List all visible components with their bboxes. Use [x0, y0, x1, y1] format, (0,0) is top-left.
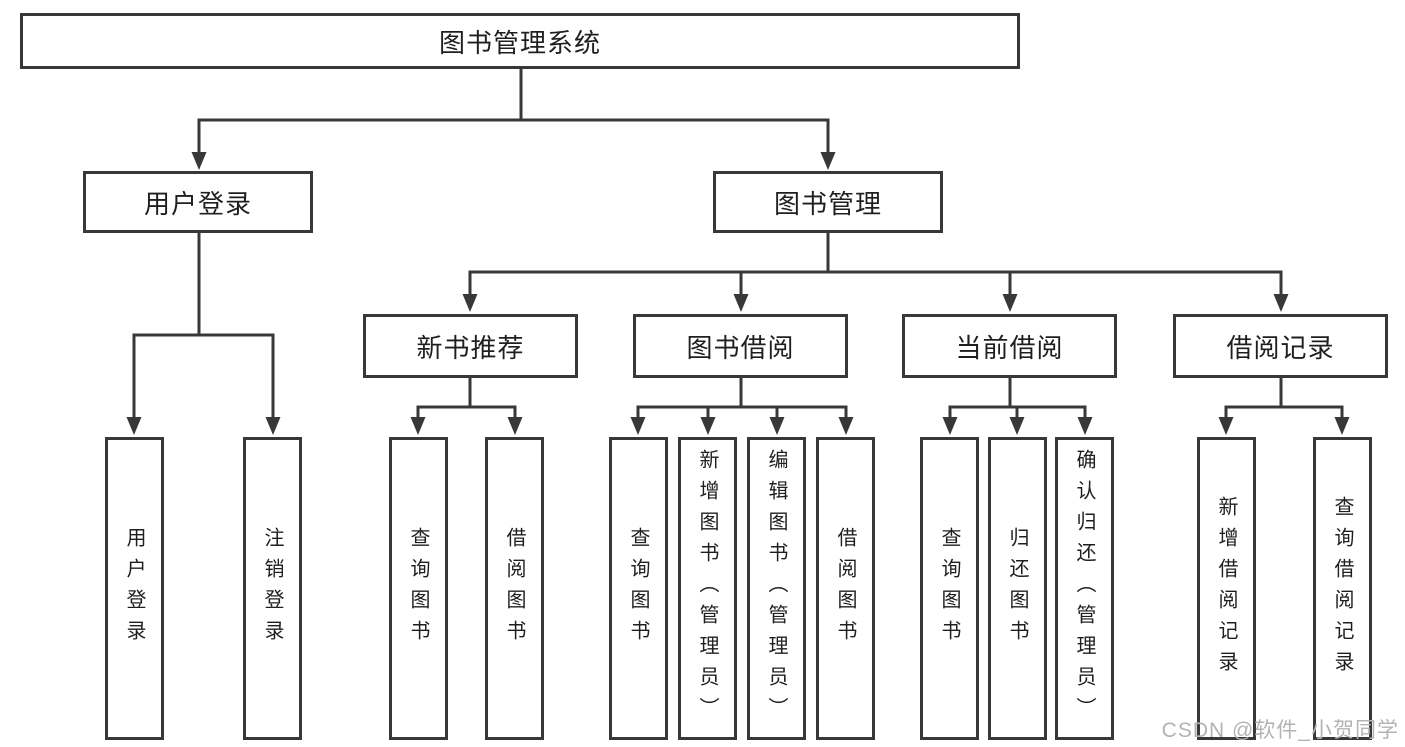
leaf-confirm-return-admin-label: 确认归还（管理员） [1073, 449, 1095, 728]
watermark: CSDN @软件_小贺同学 [1161, 719, 1399, 742]
leaf-query-books-borrow-label: 查询图书 [627, 526, 649, 651]
node-book-borrow: 图书借阅 [633, 314, 848, 378]
node-current-borrow: 当前借阅 [902, 314, 1117, 378]
leaf-edit-books-admin: 编辑图书（管理员） [747, 437, 806, 740]
leaf-borrow-books-recommend: 借阅图书 [485, 437, 544, 740]
leaf-return-books-label: 归还图书 [1006, 526, 1028, 651]
leaf-query-books-current: 查询图书 [920, 437, 979, 740]
leaf-borrow-books-recommend-label: 借阅图书 [503, 526, 525, 651]
leaf-query-books-recommend-label: 查询图书 [407, 526, 429, 651]
leaf-return-books: 归还图书 [988, 437, 1047, 740]
leaf-borrow-books-label: 借阅图书 [834, 526, 856, 651]
node-new-book-recommend-label: 新书推荐 [416, 332, 525, 363]
leaf-logout: 注销登录 [243, 437, 302, 740]
node-book-borrow-label: 图书借阅 [686, 332, 795, 363]
leaf-borrow-books: 借阅图书 [816, 437, 875, 740]
node-user-login: 用户登录 [83, 171, 313, 233]
node-book-management-label: 图书管理 [773, 188, 882, 219]
leaf-query-books-current-label: 查询图书 [938, 526, 960, 651]
leaf-edit-books-admin-label: 编辑图书（管理员） [765, 449, 787, 728]
leaf-query-borrow-record-label: 查询借阅记录 [1331, 495, 1353, 682]
leaf-user-login: 用户登录 [105, 437, 164, 740]
node-new-book-recommend: 新书推荐 [363, 314, 578, 378]
node-book-management: 图书管理 [713, 171, 943, 233]
leaf-logout-label: 注销登录 [261, 526, 283, 651]
node-root-label: 图书管理系统 [438, 27, 601, 58]
leaf-user-login-label: 用户登录 [123, 526, 145, 651]
node-user-login-label: 用户登录 [143, 188, 252, 219]
node-root: 图书管理系统 [20, 13, 1020, 69]
node-current-borrow-label: 当前借阅 [955, 332, 1064, 363]
leaf-add-borrow-record-label: 新增借阅记录 [1215, 495, 1237, 682]
node-borrow-records: 借阅记录 [1173, 314, 1388, 378]
leaf-query-books-borrow: 查询图书 [609, 437, 668, 740]
leaf-add-books-admin-label: 新增图书（管理员） [696, 449, 718, 728]
leaf-query-books-recommend: 查询图书 [389, 437, 448, 740]
node-borrow-records-label: 借阅记录 [1226, 332, 1335, 363]
leaf-query-borrow-record: 查询借阅记录 [1313, 437, 1372, 740]
leaf-add-books-admin: 新增图书（管理员） [678, 437, 737, 740]
leaf-confirm-return-admin: 确认归还（管理员） [1055, 437, 1114, 740]
leaf-add-borrow-record: 新增借阅记录 [1197, 437, 1256, 740]
